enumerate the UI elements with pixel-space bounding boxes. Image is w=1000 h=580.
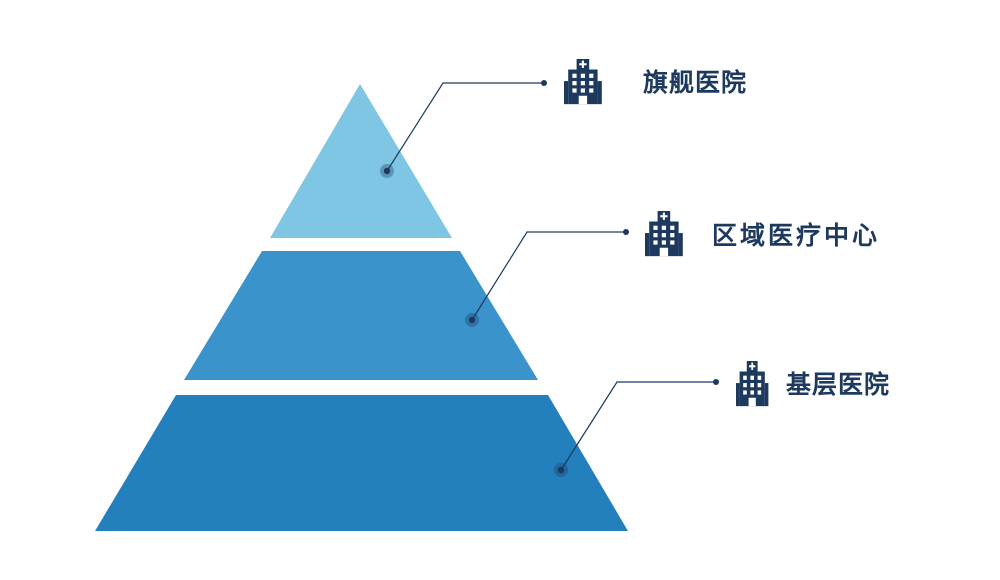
connector-bottom [554, 379, 719, 477]
tier-label-primary-hospital: 基层医院 [786, 370, 891, 399]
connector-top [380, 80, 547, 178]
hospital-building-icon [736, 361, 769, 407]
tier-label-flagship-hospital: 旗舰医院 [643, 68, 748, 97]
hospital-building-icon [564, 59, 602, 105]
hospital-building-icon [645, 211, 683, 257]
pyramid-tier-top [270, 84, 452, 238]
pyramid-tier-middle [184, 251, 538, 380]
connector-middle [465, 229, 629, 327]
tier-label-regional-medical-center: 区域医疗中心 [712, 221, 881, 250]
pyramid-tier-bottom [95, 395, 628, 531]
